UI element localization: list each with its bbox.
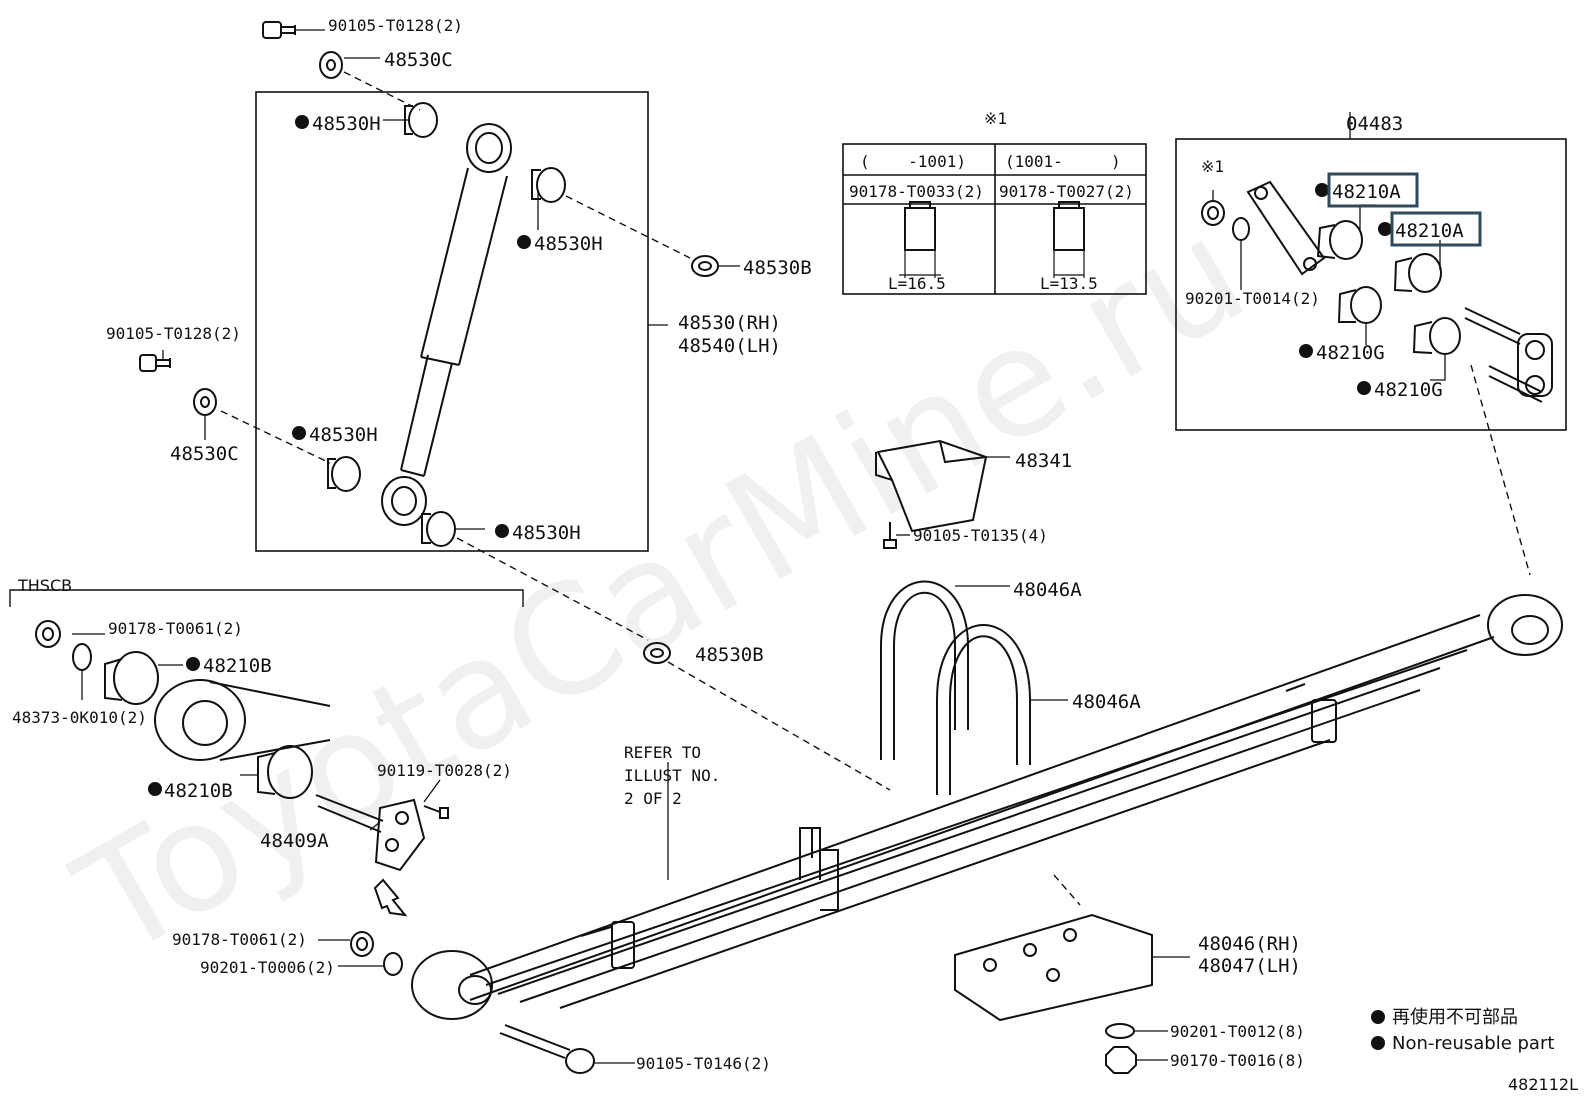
non-reusable-marker xyxy=(148,115,1392,1050)
label-seat-lh: 48047(LH) xyxy=(1198,955,1301,977)
washer-icon xyxy=(1105,1023,1135,1039)
arrow-icon xyxy=(373,878,408,917)
label-thscb-plate: 48409A xyxy=(260,830,329,852)
washer-icon xyxy=(691,255,719,277)
bushing-icon xyxy=(104,651,159,705)
label-front-washer: 90201-T0006(2) xyxy=(200,958,335,977)
legend-en: Non-reusable part xyxy=(1392,1033,1554,1054)
spring-seat xyxy=(954,913,1153,1022)
label-u-bolt: 48046A xyxy=(1013,579,1082,601)
washer-icon xyxy=(193,388,217,416)
label-thscb-bushing: 48210B xyxy=(164,780,233,802)
shackle-bolts xyxy=(1464,307,1553,403)
table-header: (1001- ) xyxy=(1005,152,1121,171)
label-shock-bush: 48530H xyxy=(534,233,603,255)
label-shock-bush: 48530H xyxy=(312,113,381,135)
nut-icon xyxy=(1053,201,1085,278)
label-bracket: 48341 xyxy=(1015,450,1072,472)
nut-icon xyxy=(35,620,61,648)
washer-icon xyxy=(1232,217,1250,241)
label-thscb-washer: 48373-0K010(2) xyxy=(12,708,147,727)
watermark: ToyotaCarMine.ru xyxy=(50,185,1273,991)
label-front-bolt: 90105-T0146(2) xyxy=(636,1054,771,1073)
bushing-icon xyxy=(531,167,566,203)
label-kit-number: 04483 xyxy=(1346,113,1403,135)
label-shock-bush: 48530H xyxy=(309,424,378,446)
label-thscb-bolt: 90119-T0028(2) xyxy=(377,761,512,780)
legend-jp: 再使用不可部品 xyxy=(1392,1007,1518,1028)
label-shock-bush: 48530H xyxy=(512,522,581,544)
u-bolt xyxy=(936,624,1031,795)
label-kit-note: ※1 xyxy=(1201,157,1224,176)
bolt-icon xyxy=(499,1024,595,1074)
refer-note: REFER TO xyxy=(624,743,701,762)
label-left-bolt: 90105-T0128(2) xyxy=(106,324,241,343)
label-shock-rh: 48530(RH) xyxy=(678,312,781,334)
bushing-icon xyxy=(1316,220,1363,260)
washer-icon xyxy=(319,51,343,79)
bolt-icon xyxy=(883,522,897,549)
refer-note: ILLUST NO. xyxy=(624,766,720,785)
label-thscb-nut: 90178-T0061(2) xyxy=(108,619,243,638)
nut-icon xyxy=(899,201,941,278)
shock-absorber-frame xyxy=(255,91,649,552)
bolt-icon xyxy=(262,21,296,39)
kit-frame xyxy=(1175,138,1567,431)
label-bracket-bolt: 90105-T0135(4) xyxy=(913,526,1048,545)
label-kit-48210g: 48210G xyxy=(1316,342,1385,364)
leaf-spring xyxy=(411,594,1563,1020)
bushing-icon xyxy=(1337,286,1382,324)
thscb-bracket xyxy=(9,589,524,607)
label-left-washer: 48530C xyxy=(170,443,239,465)
label-shock-seal: 48530B xyxy=(695,644,764,666)
bushing-icon xyxy=(1393,253,1442,293)
label-shock-lh: 48540(LH) xyxy=(678,335,781,357)
nut-icon xyxy=(1201,200,1225,226)
shackle-plate xyxy=(1246,180,1326,276)
label-top-bolt: 90105-T0128(2) xyxy=(328,16,463,35)
washer-icon xyxy=(383,952,403,976)
label-kit-48210a: 48210A xyxy=(1395,220,1464,242)
bracket-48341 xyxy=(875,439,988,533)
spring-eye xyxy=(154,679,331,761)
u-bolt xyxy=(880,580,969,760)
label-kit-48210g: 48210G xyxy=(1374,379,1443,401)
bushing-icon xyxy=(327,456,361,492)
bushing-icon xyxy=(404,102,438,138)
shackle-plate xyxy=(315,794,426,872)
label-shock-seal: 48530B xyxy=(743,257,812,279)
shock-absorber xyxy=(381,123,512,526)
highlight-box xyxy=(1390,211,1482,247)
bolt-icon xyxy=(139,354,171,372)
label-kit-washer: 90201-T0014(2) xyxy=(1185,289,1320,308)
bolt-icon xyxy=(423,805,449,819)
table-part: 90178-T0033(2) xyxy=(849,182,984,201)
table-part: 90178-T0027(2) xyxy=(999,182,1134,201)
label-thscb: THSCB xyxy=(17,576,72,595)
washer-icon xyxy=(643,642,671,664)
label-seat-nut: 90170-T0016(8) xyxy=(1170,1051,1305,1070)
label-seat-rh: 48046(RH) xyxy=(1198,933,1301,955)
label-front-nut: 90178-T0061(2) xyxy=(172,930,307,949)
figure-id: 482112L xyxy=(1508,1075,1578,1094)
washer-icon xyxy=(72,643,92,671)
bushing-icon xyxy=(1412,317,1461,355)
refer-note: 2 OF 2 xyxy=(624,789,682,808)
nut-icon xyxy=(1105,1046,1137,1074)
nut-icon xyxy=(350,931,374,957)
table-length: L=16.5 xyxy=(888,274,946,293)
label-top-washer: 48530C xyxy=(384,49,453,71)
table-header: ( -1001) xyxy=(860,152,966,171)
table-length: L=13.5 xyxy=(1040,274,1098,293)
label-table-note: ※1 xyxy=(984,109,1007,128)
label-thscb-bushing: 48210B xyxy=(203,655,272,677)
spacer-table-frame xyxy=(842,143,1147,295)
label-u-bolt: 48046A xyxy=(1072,691,1141,713)
label-seat-washer: 90201-T0012(8) xyxy=(1170,1022,1305,1041)
bushing-icon xyxy=(421,511,456,547)
highlight-box xyxy=(1327,172,1419,208)
label-kit-48210a: 48210A xyxy=(1332,181,1401,203)
